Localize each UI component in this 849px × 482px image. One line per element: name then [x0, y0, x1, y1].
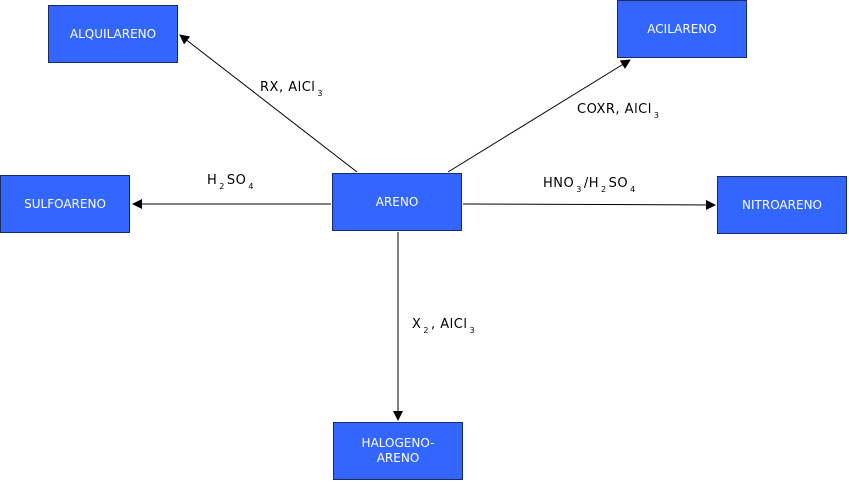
alquilareno-node: ALQUILARENO — [48, 5, 178, 63]
arrow-to-alquilareno — [179, 34, 358, 173]
halogenoareno-node: HALOGENO- ARENO — [333, 422, 463, 480]
sulfoareno-node: SULFOARENO — [0, 175, 130, 233]
arrow-to-acilareno — [447, 59, 631, 173]
arrow-to-nitroareno — [462, 199, 716, 210]
areno-node: ARENO — [332, 173, 462, 231]
nitroareno-node: NITROARENO — [717, 176, 847, 234]
acilareno-node: ACILARENO — [617, 0, 747, 58]
